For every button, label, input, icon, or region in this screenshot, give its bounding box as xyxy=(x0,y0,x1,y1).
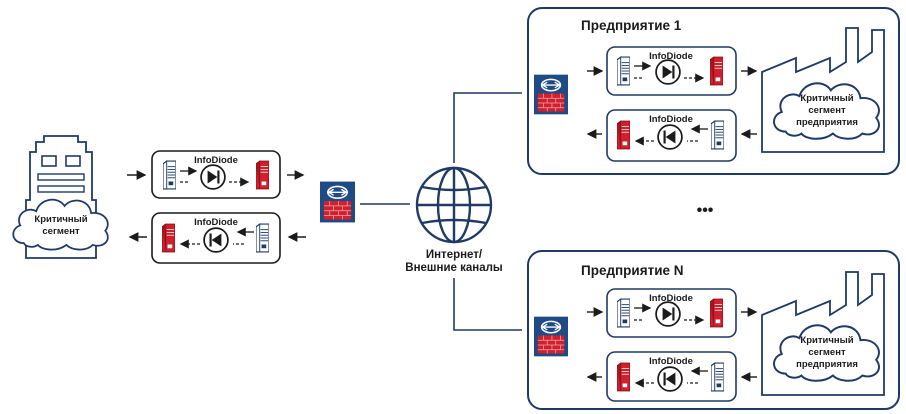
enterprise-cloud-label-3: предприятия xyxy=(796,359,858,370)
enterprise-n: Предприятие N InfoDiode InfoDiode Критич… xyxy=(527,250,900,410)
diode-label: InfoDiode xyxy=(649,293,693,304)
enterprise-cloud-label-3: предприятия xyxy=(796,117,858,128)
left-firewall-icon xyxy=(320,181,355,223)
left-diode-reverse: InfoDiode xyxy=(151,212,281,264)
diode-forward-icon xyxy=(655,301,681,327)
enterprise-cloud-label-1: Критичный xyxy=(800,335,853,346)
diode-reverse-icon xyxy=(657,366,683,392)
diode-forward-icon xyxy=(655,59,681,85)
diode-label: InfoDiode xyxy=(649,114,693,125)
enterprise-1: Предприятие 1 InfoDiode InfoDiode Критич… xyxy=(527,7,900,175)
left-diode-forward: InfoDiode xyxy=(151,150,281,199)
enterprise-firewall-icon xyxy=(534,74,568,115)
globe-icon xyxy=(415,166,493,244)
left-cloud-label-1: Критичный xyxy=(34,214,87,225)
ellipsis: ••• xyxy=(697,202,714,219)
link-line xyxy=(453,278,522,331)
enterprise-title: Предприятие 1 xyxy=(581,18,682,33)
enterprise-cloud-label-2: сегмент xyxy=(808,347,846,358)
diode-label: InfoDiode xyxy=(194,217,238,228)
enterprise-title: Предприятие N xyxy=(581,263,684,278)
diode-label: InfoDiode xyxy=(649,51,693,62)
internet-label-2: Внешние каналы xyxy=(405,262,503,274)
diode-forward-icon xyxy=(200,164,226,190)
diode-reverse-icon xyxy=(657,124,683,150)
diode-reverse-icon xyxy=(203,227,229,253)
left-cloud-label-2: сегмент xyxy=(42,226,80,237)
diode-label: InfoDiode xyxy=(194,155,238,166)
link-line xyxy=(453,92,522,163)
enterprise-cloud-label-1: Критичный xyxy=(800,93,853,104)
diode-label: InfoDiode xyxy=(649,356,693,367)
internet-label-1: Интернет/ xyxy=(426,249,483,261)
enterprise-firewall-icon xyxy=(534,316,568,357)
enterprise-cloud-label-2: сегмент xyxy=(808,105,846,116)
